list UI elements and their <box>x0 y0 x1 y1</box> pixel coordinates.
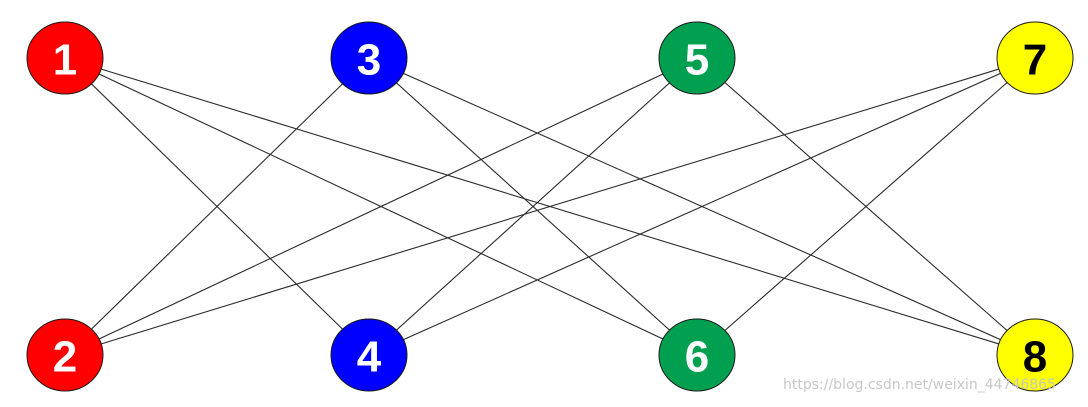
node-label-6: 6 <box>685 333 709 382</box>
nodes: 1 3 5 7 2 4 6 8 <box>26 21 1074 392</box>
node-3: 3 <box>330 21 408 95</box>
node-circle-4 <box>330 318 408 392</box>
node-label-5: 5 <box>685 36 709 85</box>
edge-3-2 <box>64 57 370 356</box>
node-label-8: 8 <box>1023 333 1047 382</box>
node-1: 1 <box>26 21 104 95</box>
node-circle-2 <box>26 318 104 392</box>
edge-5-4 <box>368 57 698 356</box>
node-circle-5 <box>658 21 736 95</box>
node-label-7: 7 <box>1023 36 1047 85</box>
edge-7-2 <box>64 57 1036 356</box>
node-circle-3 <box>330 21 408 95</box>
node-circle-7 <box>996 21 1074 95</box>
watermark: https://blog.csdn.net/weixin_44746865 <box>782 377 1056 393</box>
node-label-4: 4 <box>357 333 382 382</box>
edges <box>64 57 1036 356</box>
node-6: 6 <box>658 318 736 392</box>
edge-7-6 <box>696 57 1036 356</box>
node-circle-1 <box>26 21 104 95</box>
node-label-2: 2 <box>53 333 77 382</box>
node-circle-6 <box>658 318 736 392</box>
node-label-1: 1 <box>53 36 77 85</box>
node-2: 2 <box>26 318 104 392</box>
node-5: 5 <box>658 21 736 95</box>
node-7: 7 <box>996 21 1074 95</box>
edge-7-4 <box>368 57 1036 356</box>
edge-5-2 <box>64 57 698 356</box>
node-circle-8 <box>996 318 1074 392</box>
node-8: 8 <box>996 318 1074 392</box>
node-4: 4 <box>330 318 408 392</box>
node-label-3: 3 <box>357 36 381 85</box>
